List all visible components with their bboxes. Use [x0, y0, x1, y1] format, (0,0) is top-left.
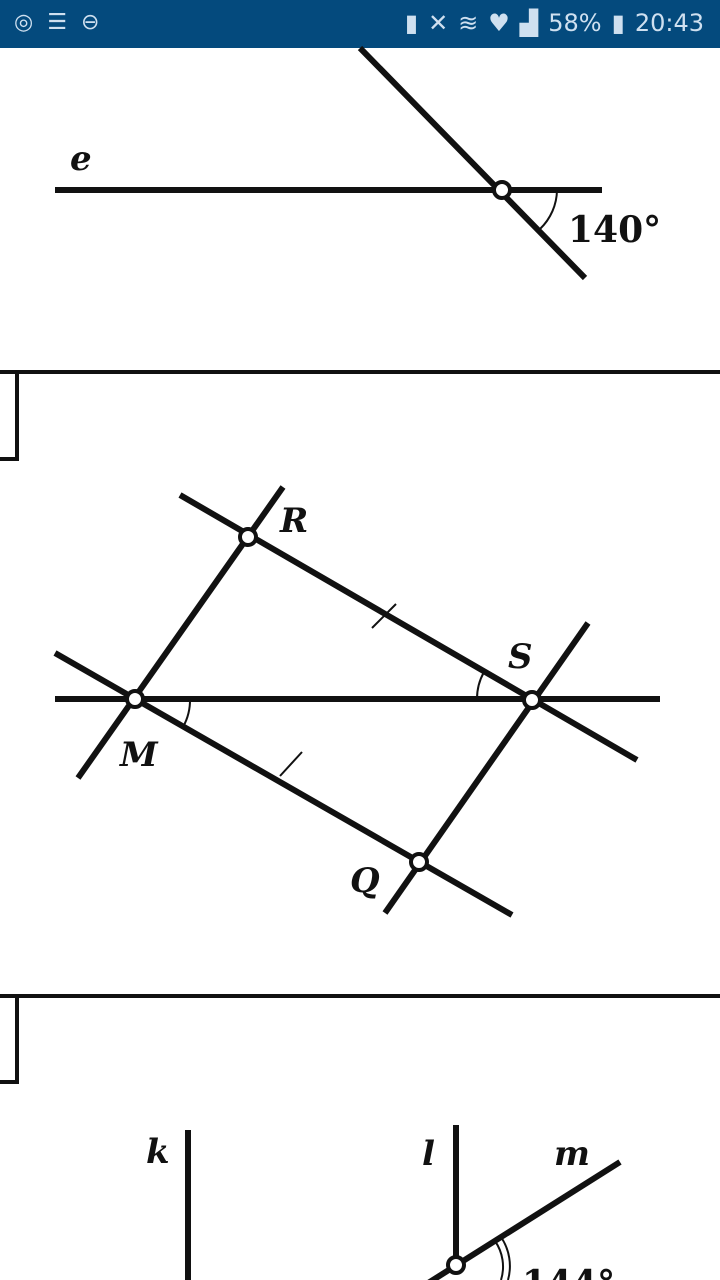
- angle-label-144: 144°: [522, 1263, 615, 1280]
- label-s: S: [508, 637, 533, 677]
- wifi-icon: ≋: [458, 9, 479, 37]
- label-e: e: [70, 139, 92, 179]
- label-r: R: [279, 501, 308, 541]
- tick-mark-mq: [279, 751, 303, 777]
- section-box: [0, 372, 19, 461]
- rss-icon: ☰: [47, 10, 67, 35]
- label-q: Q: [350, 861, 380, 901]
- battery-saver-icon: ▮: [404, 9, 419, 37]
- label-k: k: [146, 1132, 170, 1172]
- clock: 20:43: [634, 9, 704, 37]
- intersection-point: [492, 180, 512, 200]
- line-mq: [53, 650, 514, 918]
- intersection-point: [446, 1255, 466, 1275]
- point-m: [125, 689, 145, 709]
- point-q: [409, 852, 429, 872]
- sim-icon: ♥: [488, 9, 510, 37]
- battery-icon: ▮: [611, 9, 625, 37]
- tick-mark-rs: [371, 603, 397, 629]
- angle-arc-m: [182, 698, 192, 728]
- transversal-line: [357, 45, 588, 281]
- point-s: [522, 690, 542, 710]
- do-not-disturb-icon: ⊖: [80, 10, 100, 35]
- angle-arc-140: [539, 189, 558, 230]
- angle-arc-144: [494, 1240, 504, 1280]
- mute-icon: ✕: [428, 9, 449, 37]
- label-m: M: [119, 735, 159, 775]
- angle-label-140: 140°: [568, 209, 661, 251]
- section-box: [0, 996, 19, 1084]
- angle-arc-s: [475, 671, 485, 700]
- instagram-icon: ◎: [14, 10, 34, 35]
- signal-icon: ▟: [519, 9, 539, 37]
- label-m-line: m: [554, 1134, 590, 1174]
- point-r: [238, 527, 258, 547]
- label-l: l: [422, 1134, 435, 1174]
- battery-percent: 58%: [548, 9, 602, 37]
- angle-arc-144-inner: [500, 1236, 511, 1280]
- status-bar: ◎ ☰ ⊖ ▮ ✕ ≋ ♥ ▟ 58% ▮ 20:43: [0, 0, 720, 48]
